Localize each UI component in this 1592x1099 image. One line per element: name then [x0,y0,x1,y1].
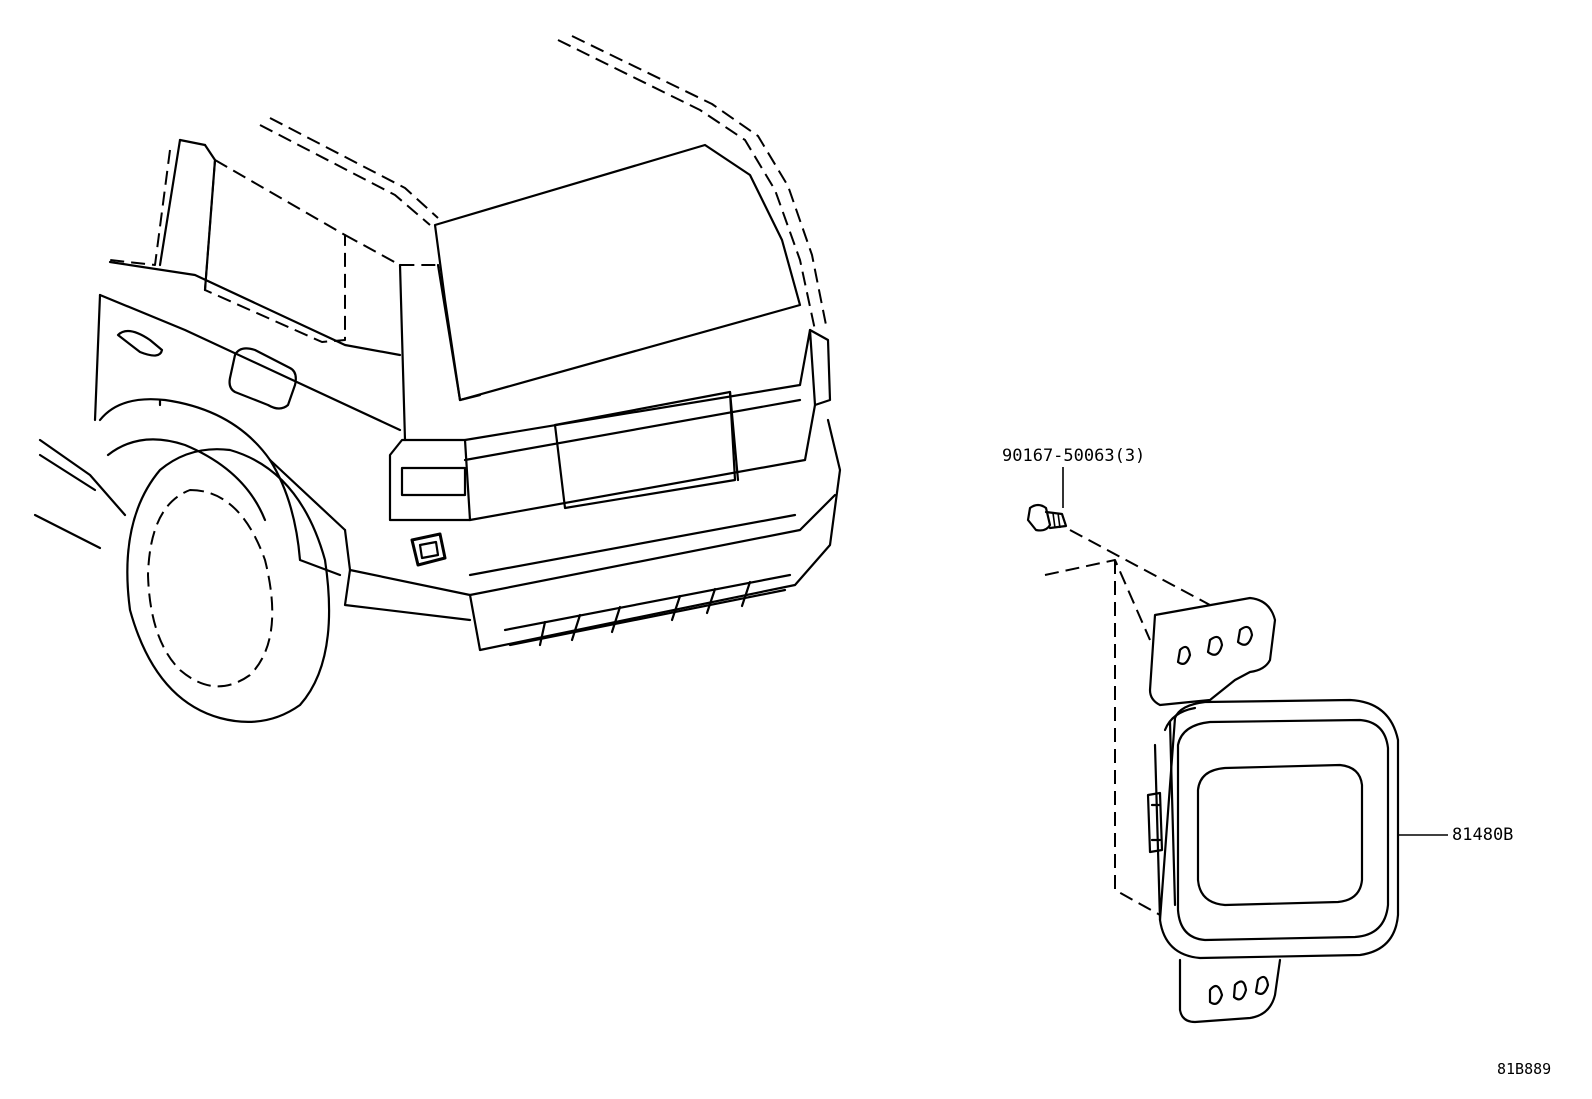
bolt-illustration [1026,503,1211,606]
illustration-code: 81B889 [1497,1060,1552,1078]
sensor-illustration [1044,559,1400,1024]
callout-sensor-part-number: 81480B [1452,825,1514,845]
callout-bolt-part-number: 90167-50063(3) [1002,446,1146,466]
vehicle-illustration [33,35,842,723]
